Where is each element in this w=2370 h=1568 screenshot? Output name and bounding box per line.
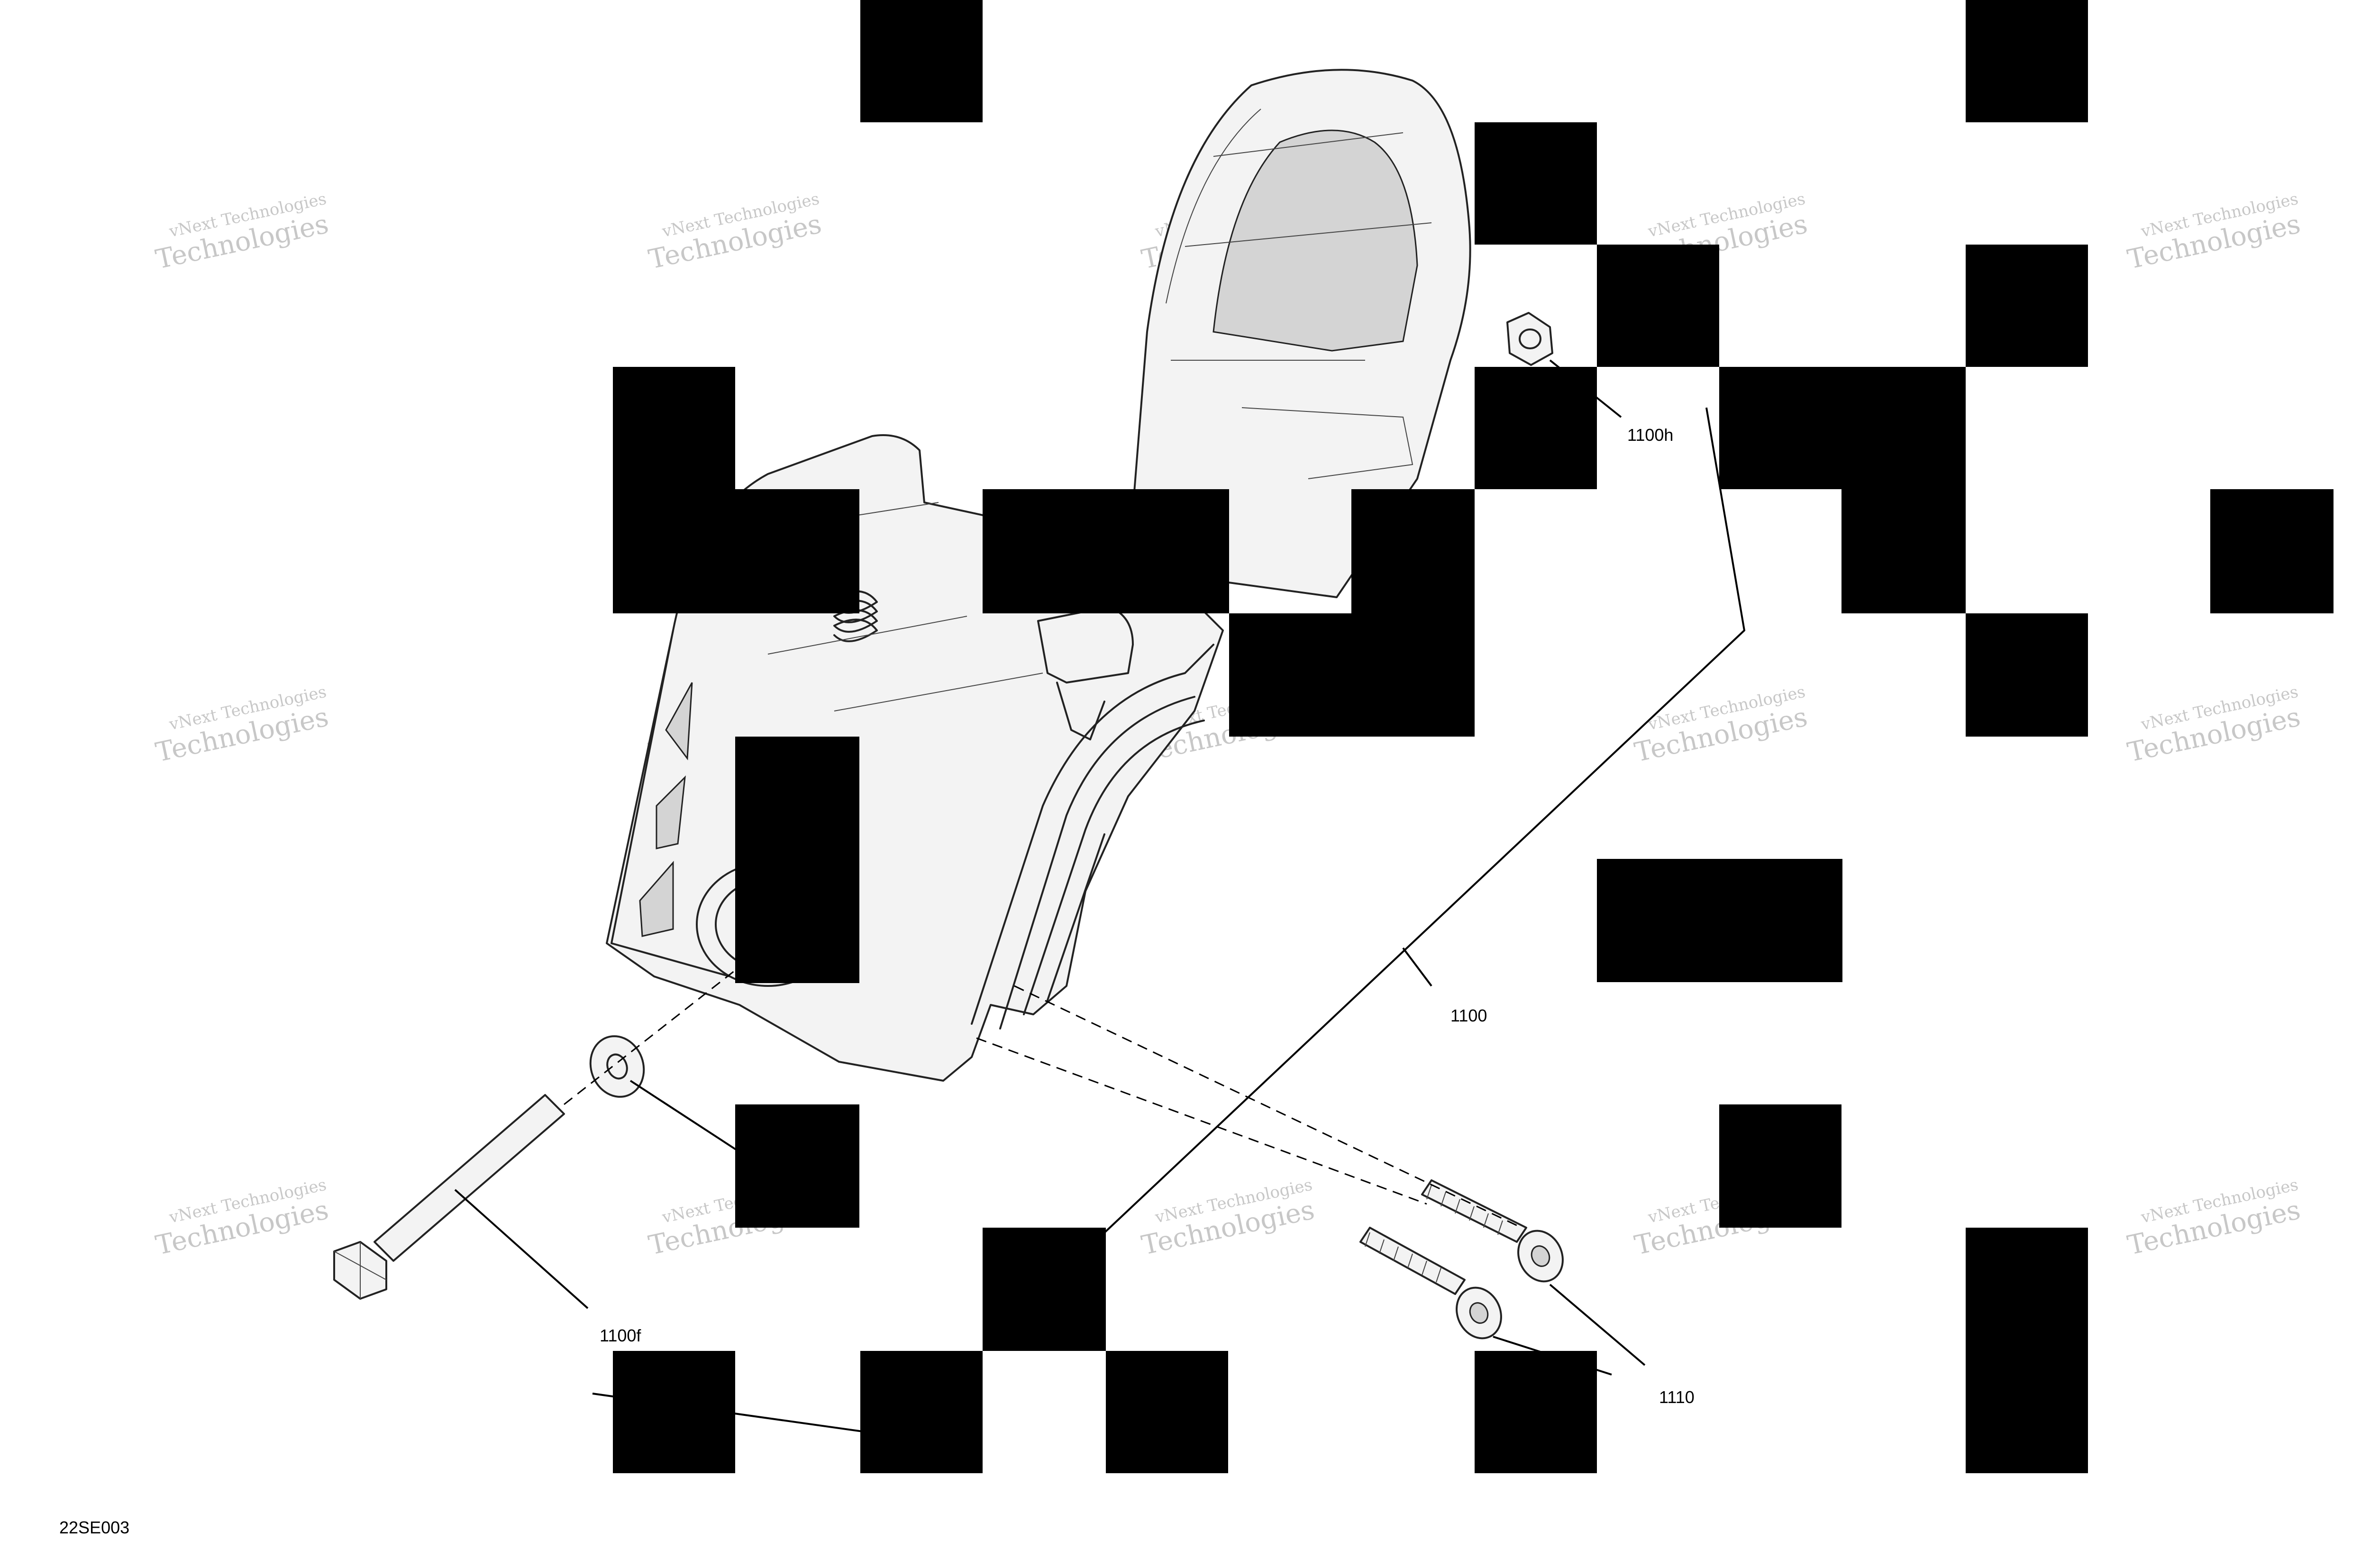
diagram-id: 22SE003	[59, 1518, 129, 1537]
redaction-blocks	[613, 0, 2334, 1473]
nut-part	[1506, 312, 1553, 366]
bolt-part	[333, 1094, 565, 1300]
screw-part	[1421, 1179, 1564, 1283]
callout-screws: 1110	[1659, 1387, 1695, 1407]
washer-part	[589, 1035, 645, 1098]
callout-nut: 1100h	[1627, 425, 1673, 445]
screw-part	[1359, 1227, 1502, 1340]
callout-bolt: 1100f	[600, 1326, 641, 1345]
assembly-axis-lines	[564, 966, 1522, 1229]
callout-assembly: 1100	[1450, 1006, 1487, 1025]
return-spring	[833, 590, 878, 642]
